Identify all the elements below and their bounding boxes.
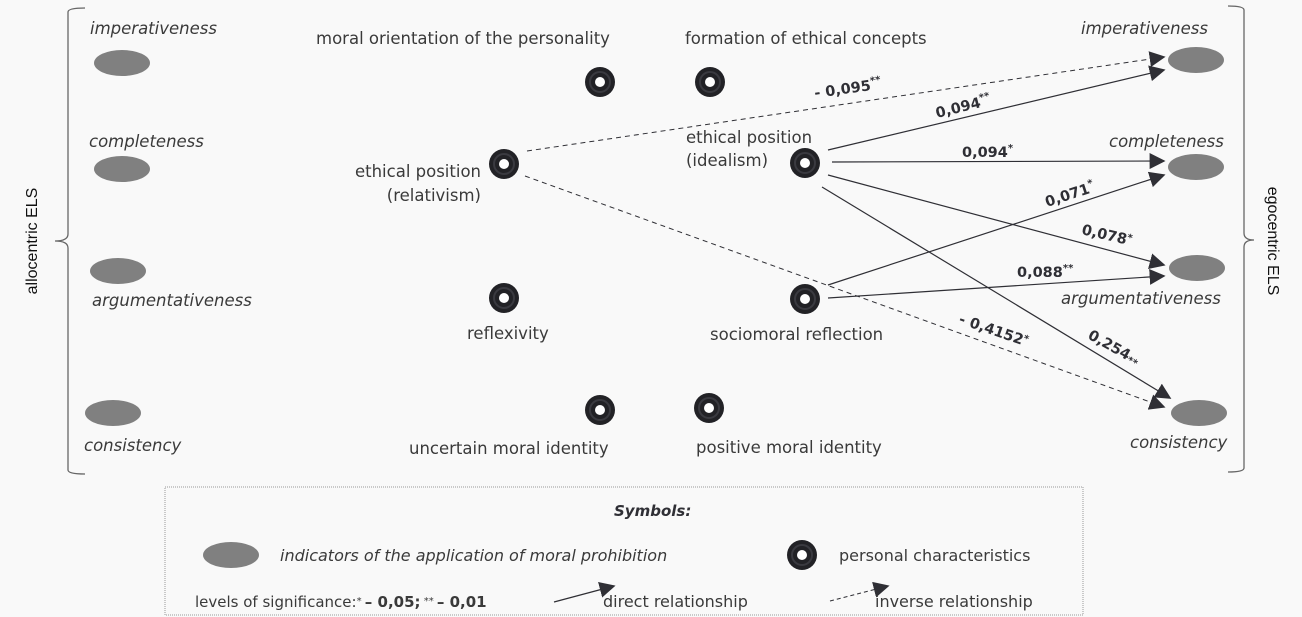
node-reflexivity: reflexivity bbox=[467, 283, 549, 343]
node-sociomoral-reflection: sociomoral reflection bbox=[710, 284, 883, 344]
svg-text:moral orientation of the perso: moral orientation of the personality bbox=[316, 29, 610, 48]
legend: Symbols: indicators of the application o… bbox=[164, 486, 1084, 616]
svg-text:ethical position: ethical position bbox=[355, 162, 481, 181]
indicator-ellipse bbox=[1168, 154, 1224, 180]
svg-text:argumentativeness: argumentativeness bbox=[92, 291, 252, 310]
left-bracket bbox=[54, 7, 86, 475]
personal-characteristic-icon bbox=[694, 393, 724, 423]
svg-text:(relativism): (relativism) bbox=[387, 186, 481, 205]
svg-text:consistency: consistency bbox=[84, 436, 182, 455]
coef-relativism-consistency: - 0,4152* bbox=[957, 312, 1031, 351]
coef-relativism-imperativeness: - 0,095** bbox=[813, 75, 883, 102]
svg-text:consistency: consistency bbox=[1130, 433, 1228, 452]
svg-text:completeness: completeness bbox=[1109, 132, 1224, 151]
indicator-ellipse bbox=[1171, 400, 1227, 426]
relationship-sociomoral-completeness bbox=[827, 171, 1166, 286]
personal-characteristic-icon bbox=[489, 149, 519, 179]
right-indicator-consistency: consistency bbox=[1130, 400, 1228, 452]
svg-text:positive moral identity: positive moral identity bbox=[696, 438, 882, 457]
right-indicator-argumentativeness: argumentativeness bbox=[1061, 255, 1225, 308]
legend-box bbox=[164, 486, 1084, 616]
node-formation-ethical-concepts: formation of ethical concepts bbox=[685, 29, 927, 97]
relationship-relativism-imperativeness bbox=[526, 51, 1166, 152]
legend-indicator-label: indicators of the application of moral p… bbox=[280, 546, 667, 565]
svg-text:uncertain moral identity: uncertain moral identity bbox=[409, 439, 609, 458]
svg-text:reflexivity: reflexivity bbox=[467, 324, 549, 343]
indicator-ellipse bbox=[1168, 47, 1224, 73]
svg-text:(idealism): (idealism) bbox=[686, 151, 768, 170]
left-indicator-argumentativeness: argumentativeness bbox=[90, 258, 252, 310]
left-group-label: allocentric ELS bbox=[24, 188, 41, 295]
legend-direct-label: direct relationship bbox=[603, 592, 748, 611]
svg-text:formation of ethical concepts: formation of ethical concepts bbox=[685, 29, 927, 48]
legend-node-label: personal characteristics bbox=[839, 546, 1030, 565]
personal-characteristic-icon bbox=[585, 395, 615, 425]
legend-inverse-arrow bbox=[829, 581, 890, 602]
personal-characteristic-icon bbox=[695, 67, 725, 97]
personal-characteristic-icon bbox=[790, 284, 820, 314]
right-bracket bbox=[1227, 5, 1255, 473]
legend-inverse-label: inverse relationship bbox=[875, 592, 1033, 611]
relationship-sociomoral-argumentativeness bbox=[827, 268, 1166, 299]
left-indicator-consistency: consistency bbox=[84, 400, 182, 455]
left-indicator-completeness: completeness bbox=[89, 132, 204, 182]
personal-characteristic-icon bbox=[585, 67, 615, 97]
right-group-label: egocentric ELS bbox=[1264, 187, 1281, 296]
relationship-idealism-completeness bbox=[831, 153, 1166, 170]
node-ethical-position-relativism: ethical position (relativism) bbox=[355, 149, 519, 205]
svg-text:completeness: completeness bbox=[89, 132, 204, 151]
coef-idealism-completeness: 0,094* bbox=[962, 143, 1014, 161]
svg-text:ethical position: ethical position bbox=[686, 128, 812, 147]
legend-significance: levels of significance:* – 0,05; ** – 0,… bbox=[195, 593, 487, 611]
legend-direct-arrow bbox=[553, 581, 616, 603]
svg-text:sociomoral reflection: sociomoral reflection bbox=[710, 325, 883, 344]
relationship-idealism-argumentativeness bbox=[827, 174, 1166, 270]
personal-characteristic-icon bbox=[790, 148, 820, 178]
indicator-ellipse bbox=[85, 400, 141, 426]
coef-sociomoral-argumentativeness: 0,088** bbox=[1017, 263, 1074, 281]
indicator-ellipse bbox=[90, 258, 146, 284]
relationship-idealism-imperativeness bbox=[827, 65, 1166, 151]
node-uncertain-moral-identity: uncertain moral identity bbox=[409, 395, 615, 458]
indicator-ellipse bbox=[94, 50, 150, 76]
svg-text:imperativeness: imperativeness bbox=[1081, 19, 1208, 38]
relationship-idealism-consistency bbox=[821, 186, 1172, 399]
indicator-ellipse bbox=[94, 156, 150, 182]
svg-text:imperativeness: imperativeness bbox=[90, 19, 217, 38]
relationships bbox=[524, 51, 1172, 410]
legend-indicator-ellipse bbox=[203, 542, 259, 568]
legend-node-icon bbox=[787, 540, 817, 570]
right-indicator-imperativeness: imperativeness bbox=[1081, 19, 1224, 73]
indicator-ellipse bbox=[1169, 255, 1225, 281]
svg-text:argumentativeness: argumentativeness bbox=[1061, 289, 1221, 308]
coef-idealism-argumentativeness: 0,078* bbox=[1080, 222, 1134, 249]
node-positive-moral-identity: positive moral identity bbox=[694, 393, 882, 457]
left-indicator-imperativeness: imperativeness bbox=[90, 19, 217, 76]
personal-characteristic-icon bbox=[489, 283, 519, 313]
node-ethical-position-idealism: ethical position (idealism) bbox=[686, 128, 820, 178]
right-indicator-completeness: completeness bbox=[1109, 132, 1224, 180]
legend-title: Symbols: bbox=[614, 502, 691, 520]
node-moral-orientation: moral orientation of the personality bbox=[316, 29, 615, 97]
